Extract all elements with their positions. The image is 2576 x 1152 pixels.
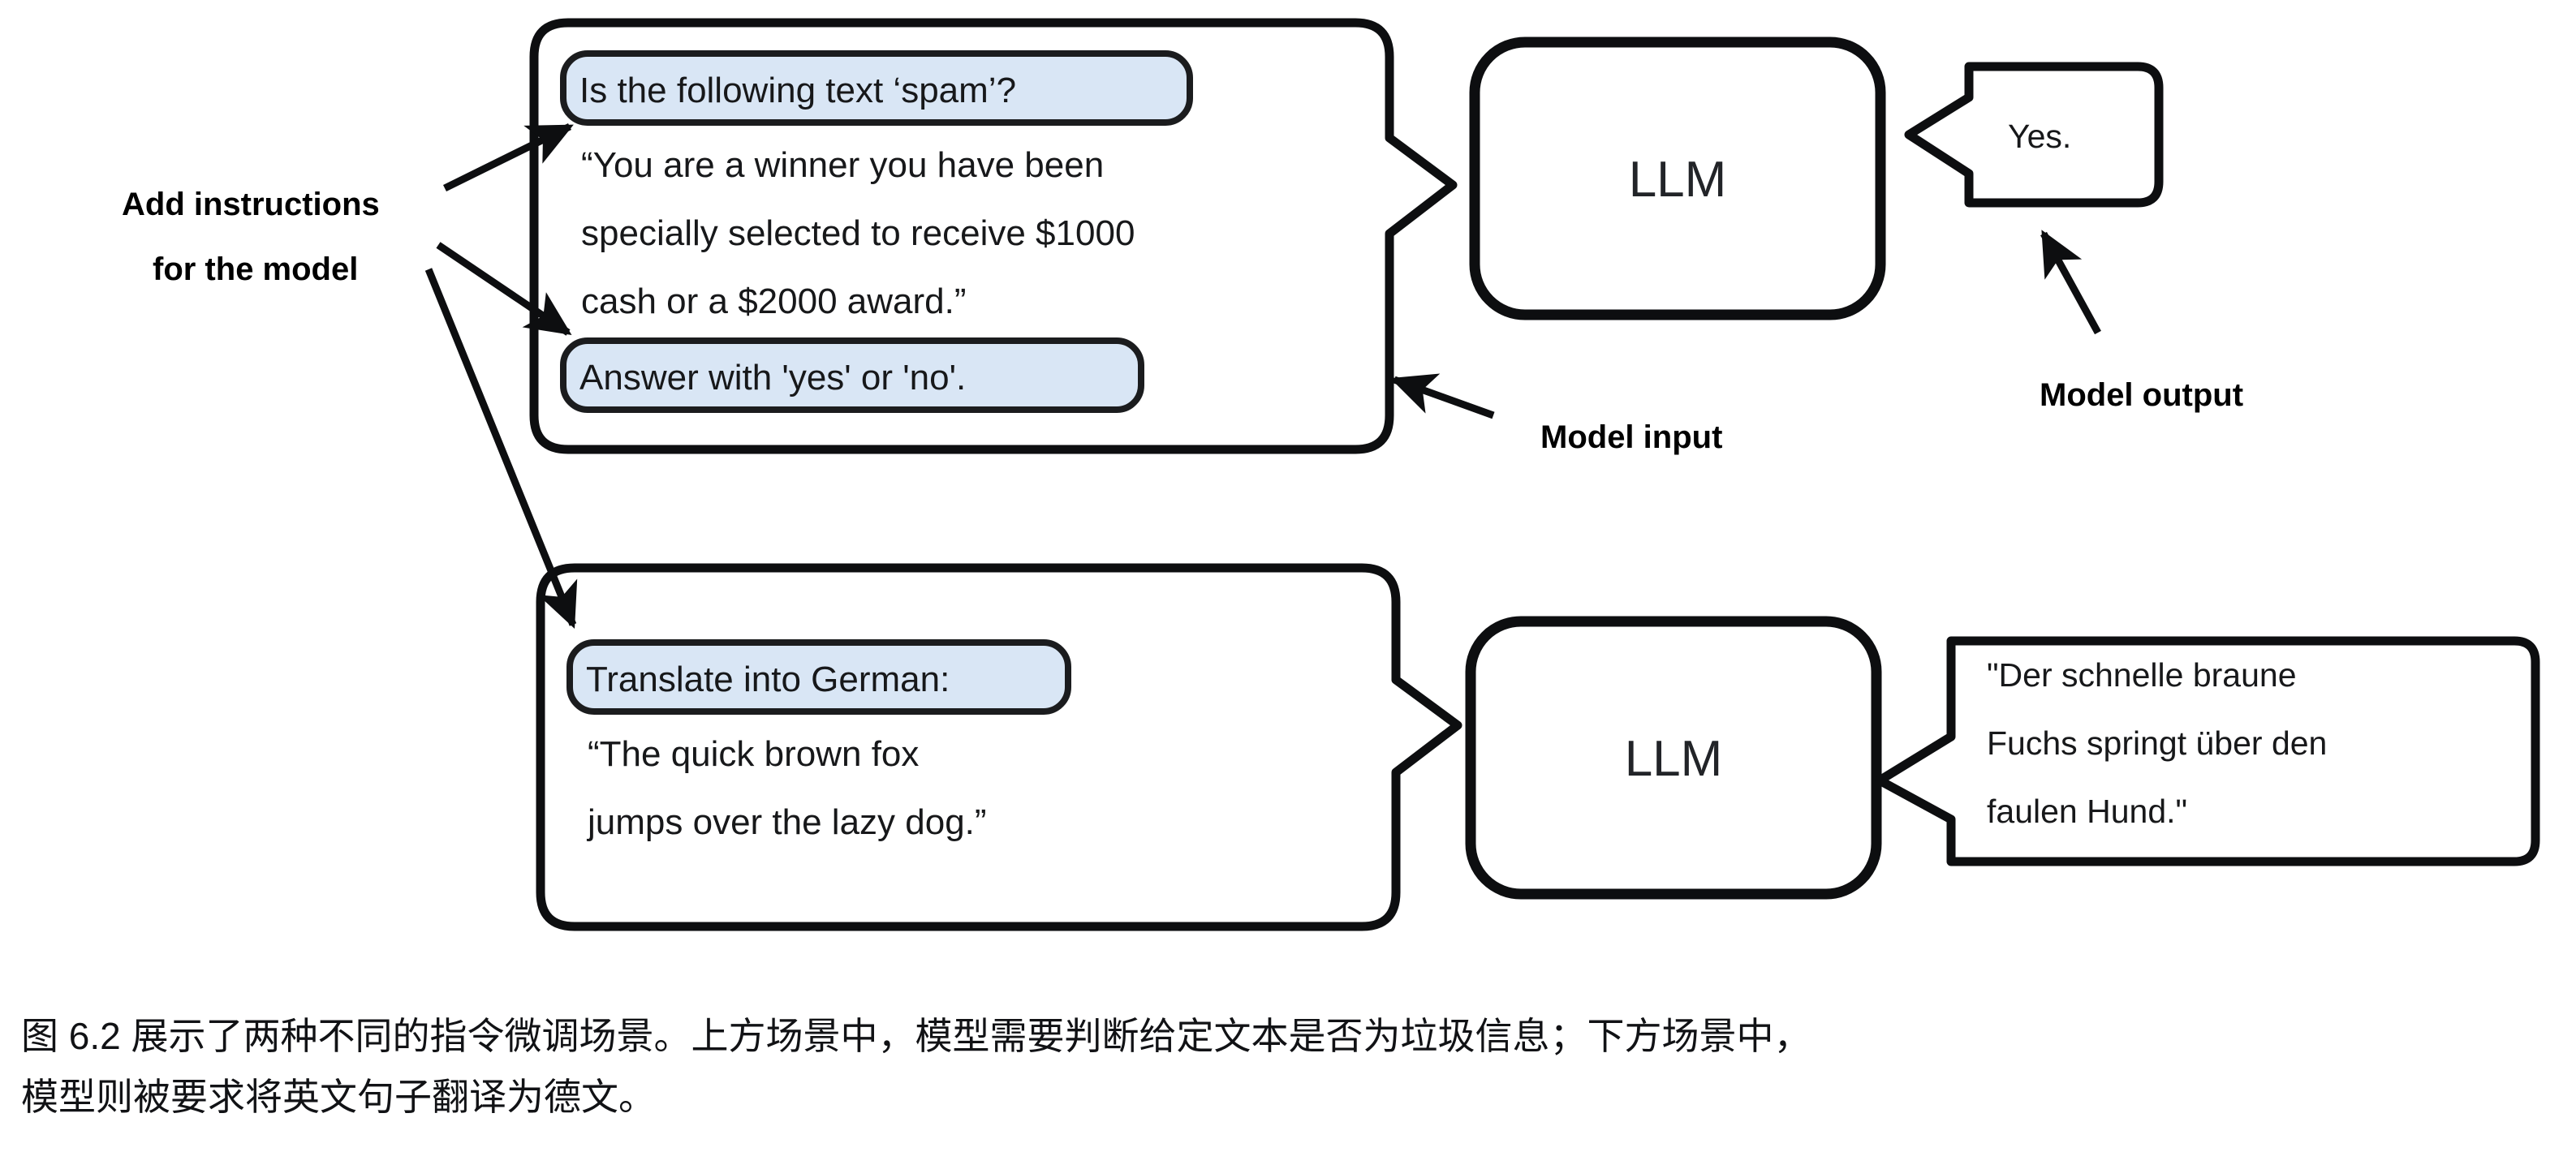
caption-line-2: 模型则被要求将英文句子翻译为德文。 [21,1076,656,1118]
arrow-add-instructions-to-bottom-pill [436,242,572,336]
llm-box-german-label: LLM [1625,731,1723,787]
arrow-model-input [1389,373,1495,419]
arrow-add-instructions-to-top-pill [443,123,574,192]
model-output-bubble-german-line-1: "Der schnelle braune [1987,656,2297,694]
llm-box-spam [1469,37,1886,320]
input-body-line-spam-2: specially selected to receive $1000 [581,213,1135,253]
input-body-line-german-2: jumps over the lazy dog.” [586,802,987,842]
model-output-label: Model output [2040,377,2243,413]
llm-box-german [1465,616,1882,900]
model-input-label: Model input [1540,419,1722,455]
arrow-model-output [2040,230,2101,335]
instruction-pill-german-top [566,639,1071,715]
model-output-bubble-german-line-3: faulen Hund." [1987,793,2187,830]
arrow-add-instructions-to-german-pill [424,268,578,630]
instruction-pill-spam-top [560,50,1193,126]
instruction-pill-spam-bottom [560,337,1144,413]
caption-line-1: 图 6.2 展示了两种不同的指令微调场景。上方场景中，模型需要判断给定文本是否为… [21,1015,1811,1057]
model-output-bubble-spam [1904,62,2164,208]
add-instructions-label-line-1: Add instructions [122,187,380,222]
instruction-pill-spam-top-label: Is the following text ‘spam’? [579,71,1016,110]
input-body-line-spam-1: “You are a winner you have been [581,145,1104,185]
instruction-pill-spam-bottom-label: Answer with 'yes' or 'no'. [579,358,966,398]
llm-box-spam-label: LLM [1629,152,1727,208]
instruction-pill-german-top-label: Translate into German: [586,660,950,699]
input-body-line-spam-3: cash or a $2000 award.” [581,282,967,321]
model-output-bubble-spam-line-1: Yes. [2008,118,2071,155]
input-body-line-german-1: “The quick brown fox [588,734,919,774]
model-output-bubble-german-line-2: Fuchs springt über den [1987,724,2327,762]
model-output-bubble-german [1875,636,2540,866]
add-instructions-label-line-2: for the model [153,251,358,287]
